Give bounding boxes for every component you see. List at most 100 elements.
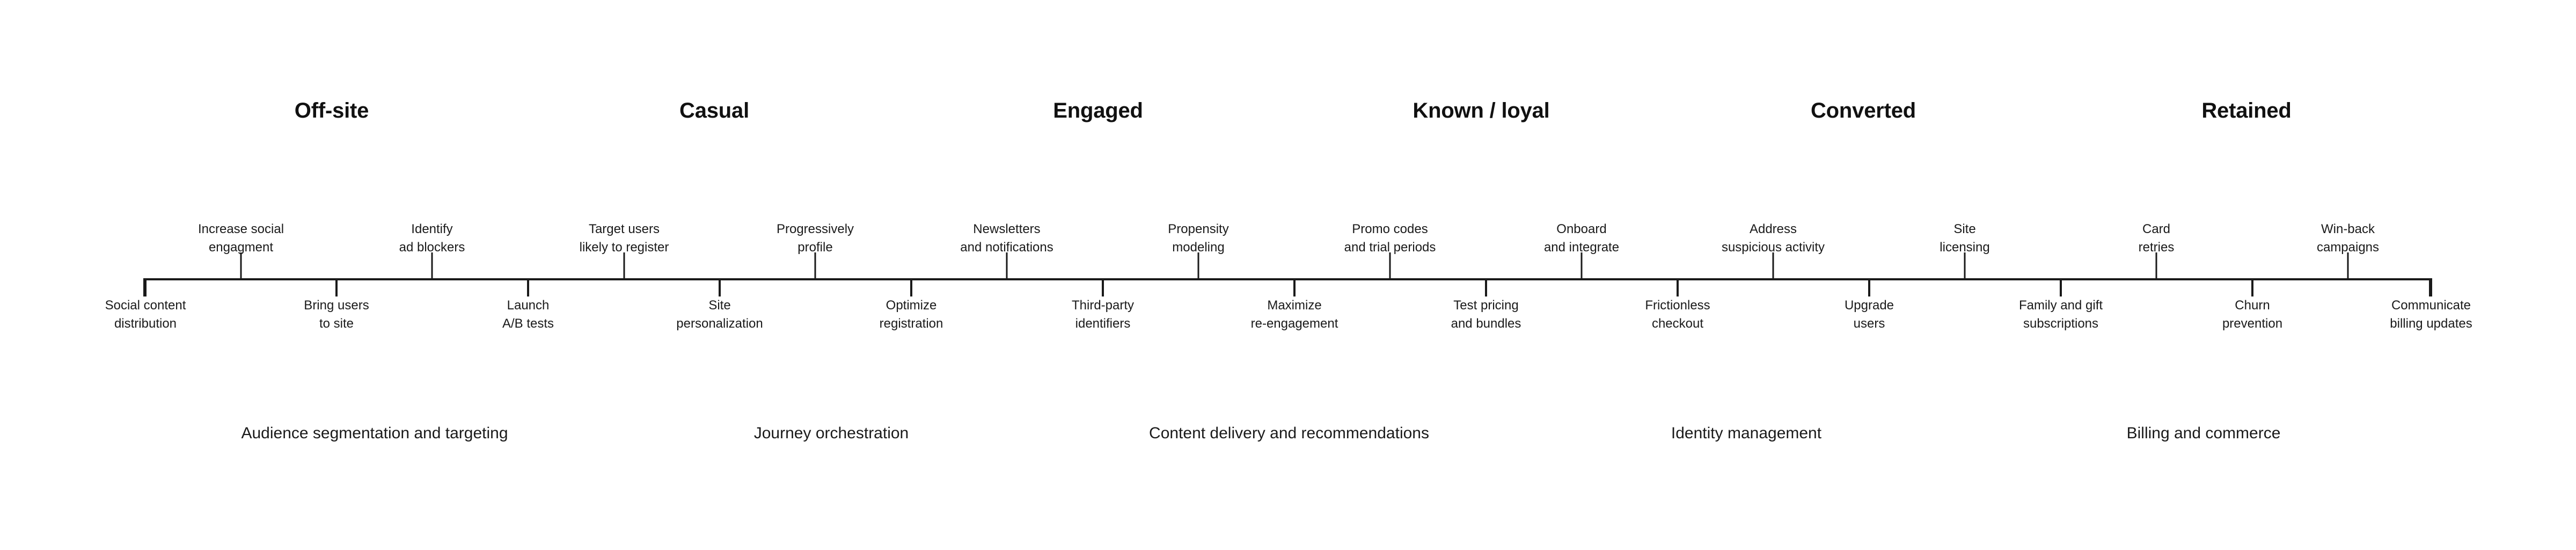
milestone-label: Site licensing [1940,220,1989,257]
milestone-label-line1: Test pricing [1453,298,1519,313]
milestone-label-line2: subscriptions [2023,316,2099,331]
tick-mark-up [240,252,242,278]
stage-label: Engaged [1053,99,1143,122]
milestone-label-line2: engagment [208,240,274,255]
milestone-label: Frictionless checkout [1645,296,1710,333]
milestone-label-line2: to site [319,316,354,331]
milestone-label-line2: registration [879,316,943,331]
tick-mark-down [335,278,338,296]
tick-mark-up [1389,252,1391,278]
milestone-label: Optimize registration [880,296,943,333]
tick-mark-up [1580,252,1583,278]
milestone-label-line1: Churn [2235,298,2270,313]
milestone-label-line2: profile [797,240,833,255]
milestone-label-line1: Address [1749,222,1797,236]
milestone-label-line2: checkout [1651,316,1704,331]
tick-mark-up [1964,252,1966,278]
milestone-label-line2: campaigns [2316,240,2380,255]
capability-label: Identity management [1671,424,1822,442]
milestone-label-line1: Communicate [2391,298,2471,313]
milestone-label-line2: A/B tests [502,316,554,331]
tick-mark-up [1006,252,1008,278]
capability-label: Content delivery and recommendations [1149,424,1429,442]
milestone-label-line2: and integrate [1543,240,1620,255]
tick-mark-down [1293,278,1296,296]
milestone-label-line2: billing updates [2390,316,2472,331]
milestone-label: Card retries [2139,220,2175,257]
milestone-label: Progressively profile [777,220,854,257]
milestone-label: Maximize re-engagement [1251,296,1338,333]
milestone-label-line1: Site [708,298,731,313]
milestone-label-line1: Frictionless [1645,298,1710,313]
tick-mark-up [623,252,625,278]
tick-mark-down [719,278,721,296]
milestone-label-line1: Progressively [776,222,854,236]
milestone-label-line1: Site [1953,222,1976,236]
milestone-label-line2: and trial periods [1344,240,1436,255]
milestone-label: Test pricing and bundles [1451,296,1521,333]
tick-mark-down [1677,278,1679,296]
tick-mark-up [2155,252,2157,278]
milestone-label-line1: Launch [507,298,550,313]
timeline-axis-line [143,278,2431,280]
milestone-label-line1: Newsletters [973,222,1041,236]
milestone-label-line2: distribution [114,316,177,331]
tick-mark-down [1868,278,1870,296]
tick-mark-down [144,278,147,296]
tick-mark-up [1197,252,1199,278]
milestone-label-line2: licensing [1940,240,1990,255]
milestone-label-line2: users [1853,316,1885,331]
capability-label: Audience segmentation and targeting [241,424,508,442]
milestone-label-line1: Onboard [1556,222,1607,236]
milestone-label: Third-party identifiers [1072,296,1134,333]
tick-mark-up [1772,252,1774,278]
milestone-label-line2: retries [2138,240,2175,255]
milestone-label-line2: re-engagement [1250,316,1338,331]
tick-mark-up [431,252,433,278]
milestone-label: Churn prevention [2222,296,2282,333]
tick-mark-down [2430,278,2432,296]
milestone-label-line1: Family and gift [2018,298,2103,313]
milestone-label: Site personalization [676,296,763,333]
capability-label: Billing and commerce [2126,424,2281,442]
tick-mark-down [1102,278,1104,296]
tick-mark-down [2251,278,2253,296]
milestone-label: Identify ad blockers [399,220,465,257]
milestone-label-line2: likely to register [579,240,669,255]
milestone-label-line2: personalization [676,316,763,331]
tick-mark-up [814,252,816,278]
milestone-label-line2: prevention [2222,316,2283,331]
milestone-label-line2: identifiers [1075,316,1131,331]
tick-mark-down [1485,278,1487,296]
milestone-label-line2: modeling [1172,240,1225,255]
milestone-label: Bring users to site [304,296,369,333]
stage-label: Casual [679,99,749,122]
milestone-label-line2: and notifications [960,240,1053,255]
milestone-label-line1: Social content [105,298,186,313]
milestone-label-line2: ad blockers [399,240,465,255]
milestone-label: Onboard and integrate [1544,220,1619,257]
milestone-label-line1: Identify [411,222,453,236]
capability-label: Journey orchestration [753,424,909,442]
tick-mark-down [910,278,912,296]
milestone-label-line1: Card [2142,222,2171,236]
milestone-label-line1: Optimize [885,298,937,313]
tick-mark-down [2060,278,2062,296]
milestone-label: Family and gift subscriptions [2019,296,2103,333]
milestone-label-line2: and bundles [1451,316,1521,331]
milestone-label-line1: Propensity [1168,222,1229,236]
milestone-label-line1: Bring users [304,298,369,313]
tick-mark-up [2347,252,2349,278]
milestone-label: Newsletters and notifications [960,220,1053,257]
milestone-label-line1: Maximize [1267,298,1322,313]
tick-mark-down [527,278,529,296]
milestone-label-line1: Third-party [1071,298,1135,313]
milestone-label: Social content distribution [105,296,186,333]
